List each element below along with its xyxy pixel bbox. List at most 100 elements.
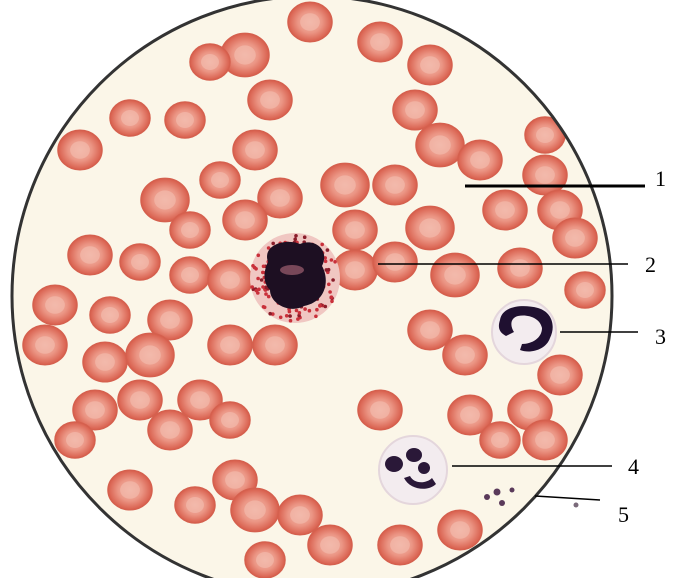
red-blood-cell (321, 163, 369, 206)
label-5: 5 (618, 502, 629, 527)
red-blood-cell (278, 495, 322, 535)
red-blood-cell (90, 297, 130, 333)
nucleus-lobe (385, 456, 403, 472)
granule (288, 314, 292, 318)
red-blood-cell (523, 420, 567, 460)
red-blood-cell (438, 510, 482, 550)
granule (330, 295, 334, 299)
granule (263, 306, 267, 310)
granule (295, 309, 299, 313)
granule (327, 268, 331, 272)
red-blood-cell (253, 325, 297, 365)
granule (333, 260, 337, 264)
red-blood-cell (165, 102, 205, 138)
red-blood-cell (378, 525, 422, 565)
red-blood-cell (190, 44, 230, 80)
granule (303, 235, 307, 239)
granule (314, 315, 318, 319)
red-blood-cell (373, 165, 417, 205)
red-blood-cell (443, 335, 487, 375)
granule (289, 319, 293, 323)
red-blood-cell (538, 355, 582, 395)
granule (326, 248, 330, 252)
granule (298, 311, 302, 315)
eosinophil-nucleus (265, 242, 326, 309)
granule (250, 285, 254, 289)
red-blood-cell (175, 487, 215, 523)
label-4: 4 (628, 454, 639, 479)
granule (254, 289, 258, 293)
red-blood-cell (358, 390, 402, 430)
granule (264, 292, 268, 296)
granule (288, 310, 292, 314)
granule (257, 254, 261, 258)
granule (308, 309, 312, 313)
neutrophil-cell-3 (492, 300, 556, 364)
granule (279, 316, 283, 320)
granule (251, 264, 255, 268)
red-blood-cell (393, 90, 437, 130)
granule (324, 260, 328, 264)
granule (318, 304, 322, 308)
granule (261, 271, 265, 275)
red-blood-cell (525, 117, 565, 153)
red-blood-cell (231, 488, 279, 531)
red-blood-cell (210, 402, 250, 438)
red-blood-cell (33, 285, 77, 325)
red-blood-cell (245, 542, 285, 578)
label-2: 2 (645, 252, 656, 277)
red-blood-cell (406, 206, 454, 249)
eosinophil-cell (250, 233, 340, 323)
granule (285, 314, 289, 318)
red-blood-cell (208, 260, 252, 300)
red-blood-cell (553, 218, 597, 258)
red-blood-cell (126, 333, 174, 376)
red-blood-cell (288, 2, 332, 42)
red-blood-cell (200, 162, 240, 198)
red-blood-cell (55, 422, 95, 458)
red-blood-cell (308, 525, 352, 565)
red-blood-cell (431, 253, 479, 296)
granule (261, 285, 265, 289)
red-blood-cell (408, 310, 452, 350)
red-blood-cell (58, 130, 102, 170)
red-blood-cell (523, 155, 567, 195)
red-blood-cell (108, 470, 152, 510)
label-1: 1 (655, 166, 666, 191)
red-blood-cell (170, 257, 210, 293)
red-blood-cell (68, 235, 112, 275)
granule (260, 278, 264, 282)
granule (328, 290, 332, 294)
label-3: 3 (655, 324, 666, 349)
red-blood-cell (483, 190, 527, 230)
red-blood-cell (118, 380, 162, 420)
red-blood-cell (170, 212, 210, 248)
granule (268, 312, 272, 316)
red-blood-cell (480, 422, 520, 458)
red-blood-cell (223, 200, 267, 240)
red-blood-cell (358, 22, 402, 62)
leader-line-5 (535, 496, 600, 500)
granule (267, 295, 271, 299)
red-blood-cell (148, 410, 192, 450)
granule (315, 308, 319, 312)
red-blood-cell (83, 342, 127, 382)
granule (293, 237, 297, 241)
nucleus-lobe (406, 448, 422, 462)
granule (262, 265, 266, 269)
granule (320, 243, 324, 247)
red-blood-cell (333, 210, 377, 250)
red-blood-cell (120, 244, 160, 280)
eosinophil-nucleus-highlight (280, 265, 304, 275)
red-blood-cell (498, 248, 542, 288)
red-blood-cell (458, 140, 502, 180)
red-blood-cell (23, 325, 67, 365)
nucleus-lobe (418, 462, 430, 474)
red-blood-cell (208, 325, 252, 365)
granule (330, 300, 334, 304)
granule (271, 242, 275, 246)
red-blood-cell (408, 45, 452, 85)
red-blood-cell (373, 242, 417, 282)
